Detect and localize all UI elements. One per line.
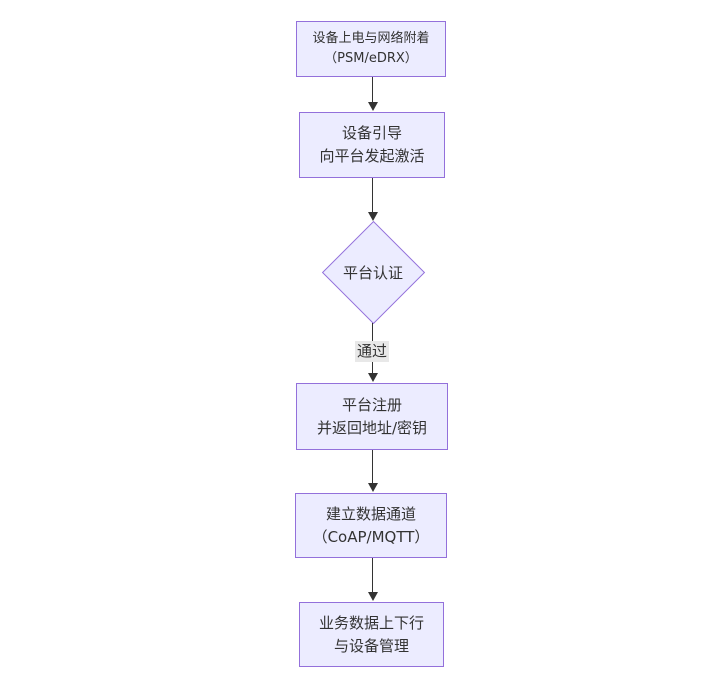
arrow-line-bootstrap-to-auth <box>372 178 373 212</box>
flow-node-platform-auth-decision: 平台认证 <box>321 220 426 325</box>
arrow-head-auth-to-register <box>368 373 378 382</box>
arrow-head-bootstrap-to-auth <box>368 212 378 221</box>
arrow-head-power-to-bootstrap <box>368 102 378 111</box>
node-text-line: 平台注册 <box>341 395 402 414</box>
flow-node-power-attach: 设备上电与网络附着 （PSM/eDRX） <box>296 21 446 77</box>
flow-node-data-channel: 建立数据通道 （CoAP/MQTT） <box>295 493 447 558</box>
node-text-line: 与设备管理 <box>333 636 409 655</box>
node-text-line: （PSM/eDRX） <box>324 51 418 66</box>
arrow-head-channel-to-business <box>368 592 378 601</box>
node-text-line: 平台认证 <box>342 263 403 282</box>
node-text-line: 建立数据通道 <box>325 504 416 523</box>
node-text-line: 设备引导 <box>341 124 402 142</box>
node-text-line: 设备上电与网络附着 <box>312 31 430 46</box>
edge-label-pass: 通过 <box>354 341 390 362</box>
flow-node-platform-register: 平台注册 并返回地址/密钥 <box>296 383 448 450</box>
arrow-line-channel-to-business <box>372 558 373 592</box>
arrow-line-register-to-channel <box>372 450 373 483</box>
node-text-line: 并返回地址/密钥 <box>316 418 428 437</box>
arrow-line-power-to-bootstrap <box>372 77 373 103</box>
node-text-line: 向平台发起激活 <box>319 147 425 165</box>
node-text-line: 业务数据上下行 <box>318 613 424 632</box>
flow-node-business-management: 业务数据上下行 与设备管理 <box>299 602 444 667</box>
node-text-line: （CoAP/MQTT） <box>312 527 430 546</box>
arrow-head-register-to-channel <box>368 483 378 492</box>
flow-node-bootstrap-activate: 设备引导 向平台发起激活 <box>299 112 445 178</box>
